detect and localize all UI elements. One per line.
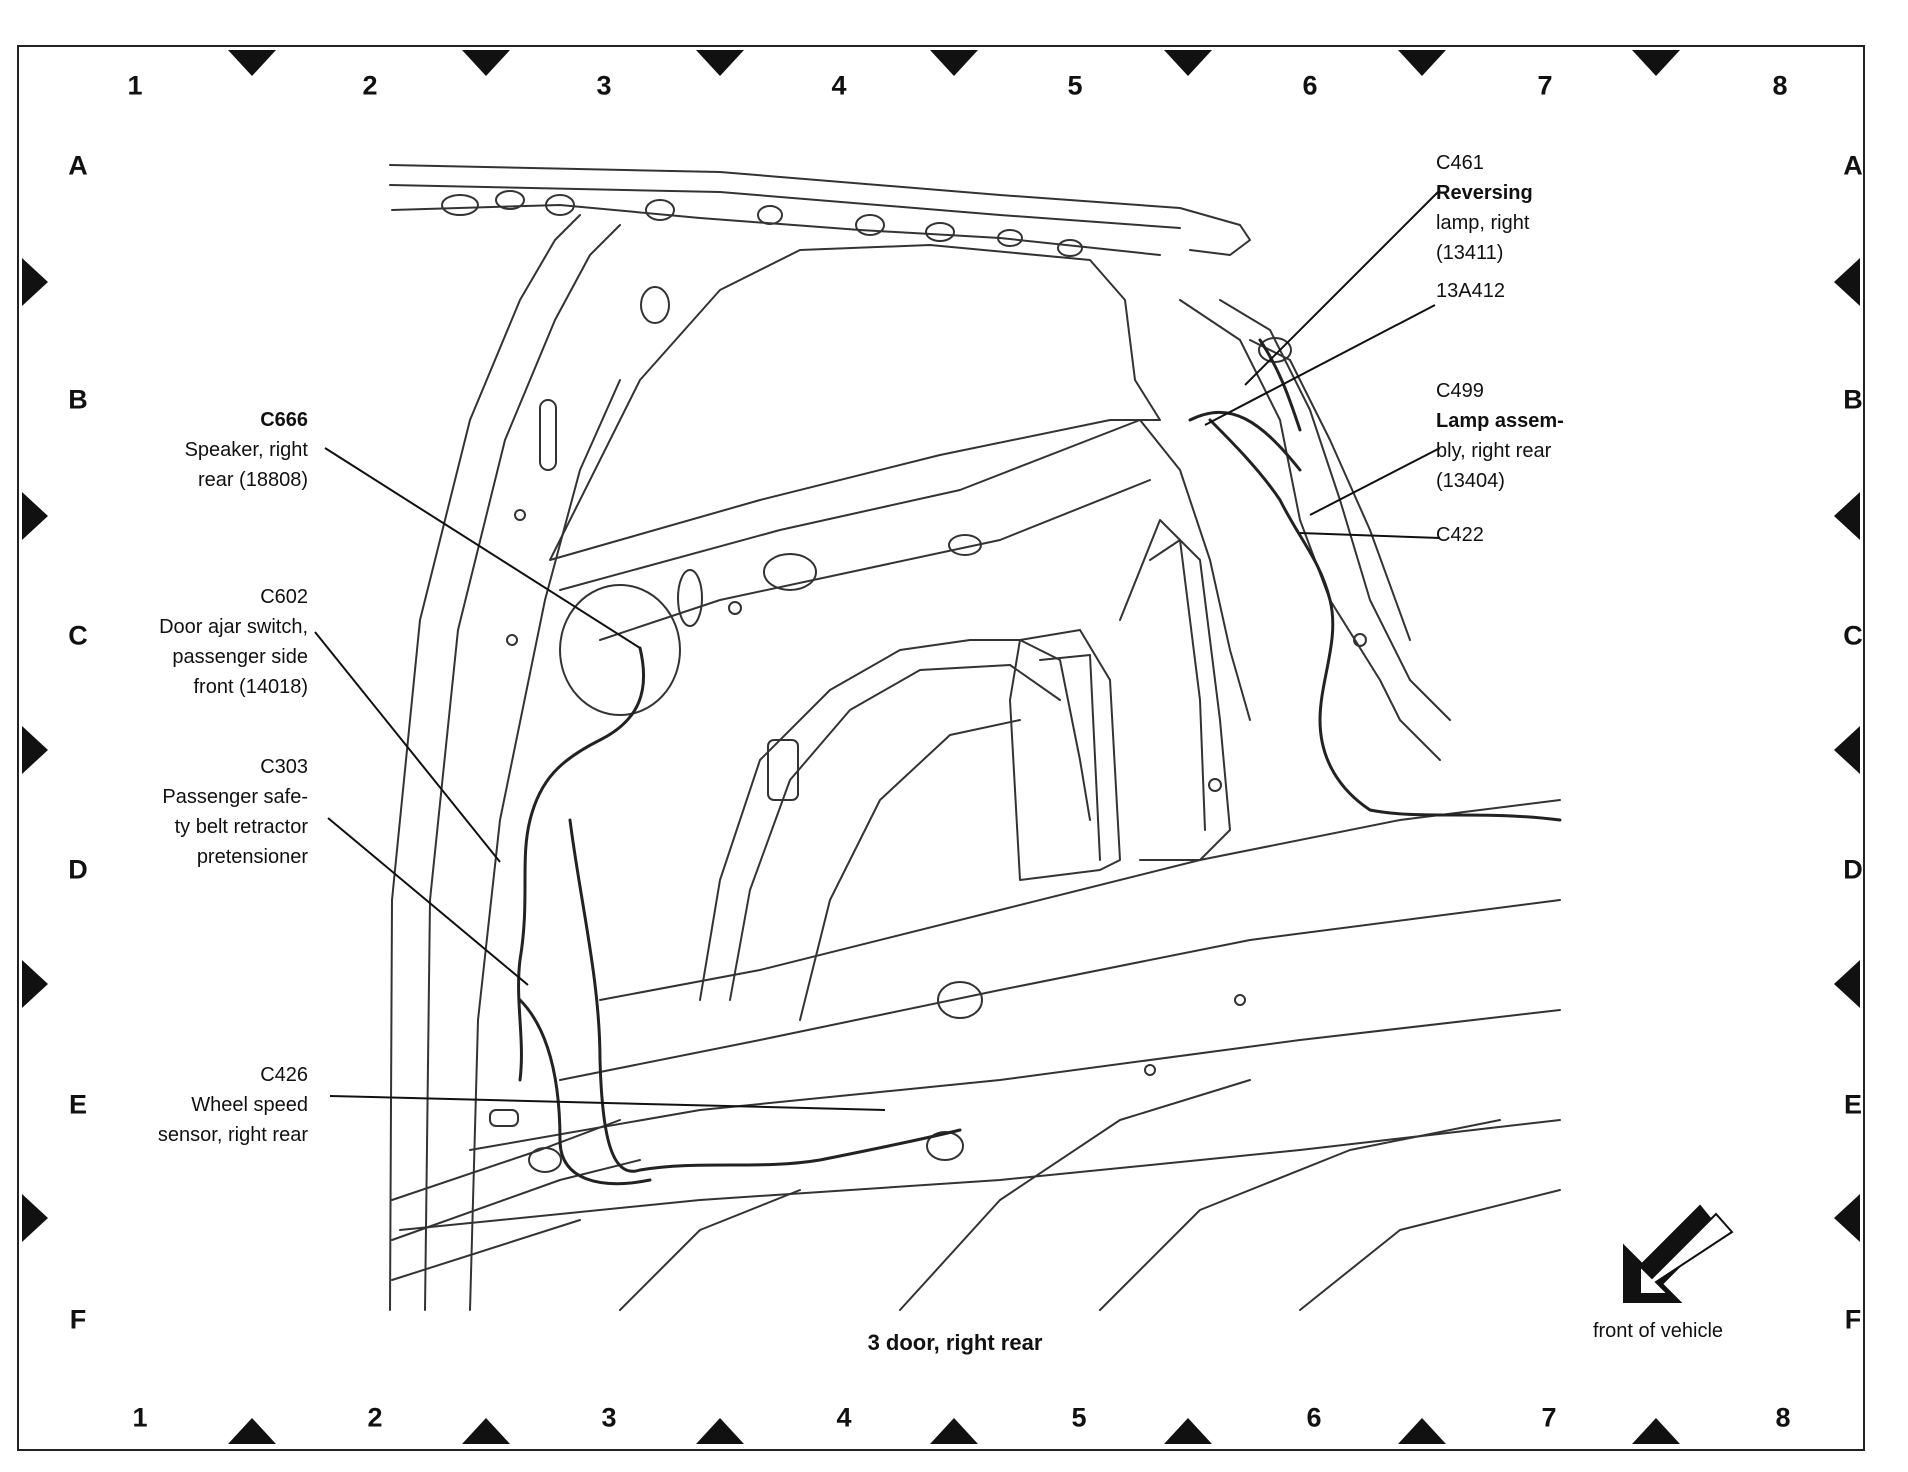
diagram-caption: 3 door, right rear <box>867 1330 1043 1355</box>
grid-row-left-b: B <box>68 384 88 415</box>
grid-markers-left <box>22 258 48 1242</box>
leader-c303 <box>327 817 529 986</box>
leader-c461 <box>1244 189 1441 386</box>
callout-c303-id: C303 <box>260 756 308 778</box>
callout-c666: C666 Speaker, right rear (18808) <box>185 405 308 495</box>
wiring-harness <box>517 338 1562 1186</box>
callout-c303-desc-3: pretensioner <box>196 846 308 868</box>
callout-c422-id: C422 <box>1436 524 1484 546</box>
grid-row-right-c: C <box>1843 620 1863 651</box>
grid-col-top-3: 3 <box>596 70 612 101</box>
grid-col-bottom-8: 8 <box>1775 1402 1791 1433</box>
grid-col-top-4: 4 <box>831 70 847 101</box>
callout-c602-desc-3: front (14018) <box>193 676 308 698</box>
grid-col-bottom-2: 2 <box>367 1402 383 1433</box>
grid-markers-top <box>228 50 1680 76</box>
callout-13a412-id: 13A412 <box>1436 280 1505 302</box>
grid-col-bottom-6: 6 <box>1306 1402 1322 1433</box>
callout-c461: C461 Reversing lamp, right (13411) <box>1436 148 1533 268</box>
panel-holes <box>441 190 1367 1173</box>
callout-c303: C303 Passenger safe- ty belt retractor p… <box>162 752 308 872</box>
page-border <box>17 45 1865 1451</box>
callout-c602-id: C602 <box>260 586 308 608</box>
callout-c303-desc-2: ty belt retractor <box>174 816 308 838</box>
leader-c426 <box>329 1095 886 1111</box>
callout-c602-desc-1: Door ajar switch, <box>159 616 308 638</box>
callout-c602-desc-2: passenger side <box>172 646 308 668</box>
leader-c602 <box>314 631 501 863</box>
grid-row-left-e: E <box>68 1089 88 1120</box>
callout-c426-desc-2: sensor, right rear <box>157 1124 308 1146</box>
callout-c461-id: C461 <box>1436 152 1484 174</box>
grid-col-bottom-1: 1 <box>132 1402 148 1433</box>
grid-row-left-c: C <box>68 620 88 651</box>
callout-c499-desc-2: bly, right rear <box>1436 440 1552 462</box>
grid-col-bottom-4: 4 <box>836 1402 852 1433</box>
grid-col-bottom-5: 5 <box>1071 1402 1087 1433</box>
callout-c499-desc-3: (13404) <box>1436 470 1505 492</box>
arrow-down-left-icon <box>1623 1204 1734 1303</box>
grid-row-right-f: F <box>1844 1304 1862 1335</box>
body-outline <box>389 164 1561 1311</box>
callout-c461-desc-3: (13411) <box>1436 242 1504 264</box>
callout-c666-desc-2: rear (18808) <box>197 469 308 491</box>
grid-col-top-8: 8 <box>1772 70 1788 101</box>
leader-c499 <box>1309 447 1441 516</box>
grid-col-bottom-7: 7 <box>1541 1402 1557 1433</box>
callout-13a412: 13A412 <box>1436 276 1505 306</box>
grid-col-bottom-3: 3 <box>601 1402 617 1433</box>
callout-c426: C426 Wheel speed sensor, right rear <box>158 1060 308 1150</box>
grid-row-right-e: E <box>1843 1089 1863 1120</box>
grid-col-top-5: 5 <box>1067 70 1083 101</box>
grid-row-right-d: D <box>1843 854 1863 885</box>
callout-c499: C499 Lamp assem- bly, right rear (13404) <box>1436 376 1564 496</box>
callout-c666-id: C666 <box>260 409 308 431</box>
grid-row-left-d: D <box>68 854 88 885</box>
grid-col-top-6: 6 <box>1302 70 1318 101</box>
callout-c426-id: C426 <box>260 1064 308 1086</box>
front-of-vehicle-label: front of vehicle <box>1592 1320 1724 1342</box>
grid-markers-bottom <box>228 1418 1680 1444</box>
callout-c461-desc-1: Reversing <box>1436 182 1533 204</box>
leader-c666 <box>324 447 641 649</box>
grid-row-right-b: B <box>1843 384 1863 415</box>
leader-13a412 <box>1204 304 1436 426</box>
callout-c499-desc-1: Lamp assem- <box>1436 410 1564 432</box>
grid-markers-right <box>1834 258 1860 1242</box>
callout-c602: C602 Door ajar switch, passenger side fr… <box>159 582 308 702</box>
grid-col-top-7: 7 <box>1537 70 1553 101</box>
grid-row-left-f: F <box>69 1304 87 1335</box>
callout-c303-desc-1: Passenger safe- <box>162 786 308 808</box>
grid-row-right-a: A <box>1843 150 1863 181</box>
leader-c422 <box>1299 532 1441 539</box>
callout-c426-desc-1: Wheel speed <box>191 1094 308 1116</box>
callout-c499-id: C499 <box>1436 380 1484 402</box>
callout-c666-desc-1: Speaker, right <box>184 439 308 461</box>
callout-c422: C422 <box>1436 520 1484 550</box>
grid-col-top-1: 1 <box>127 70 143 101</box>
grid-row-left-a: A <box>68 150 88 181</box>
leader-lines <box>314 189 1441 1111</box>
grid-col-top-2: 2 <box>362 70 378 101</box>
callout-c461-desc-2: lamp, right <box>1436 212 1530 234</box>
